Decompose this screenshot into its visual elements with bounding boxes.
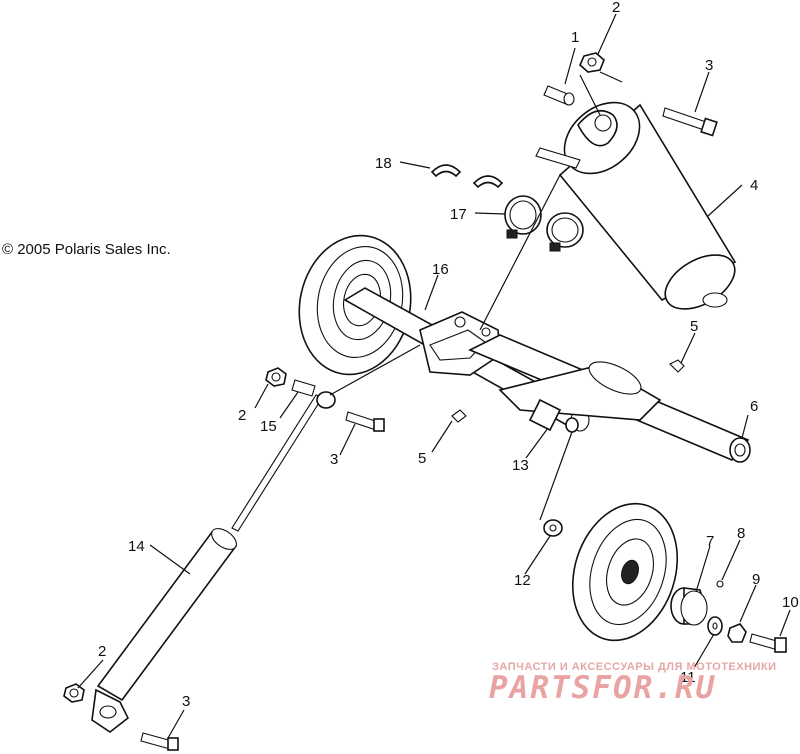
callout-16: 16: [432, 261, 449, 278]
wheel-washer-left: [543, 519, 563, 537]
callout-17: 17: [450, 206, 467, 223]
callout-12: 12: [514, 572, 531, 589]
axle-bracket: [419, 311, 501, 376]
wheel-bushing: [670, 587, 708, 626]
callout-3-mid: 3: [330, 451, 338, 468]
callout-5-mid: 5: [418, 450, 426, 467]
callout-2-top: 2: [612, 0, 620, 16]
upper-sleeve: [543, 85, 575, 106]
callout-6: 6: [750, 398, 758, 415]
watermark-tagline: ЗАПЧАСТИ И АКСЕССУАРЫ ДЛЯ МОТОТЕХНИКИ: [492, 661, 777, 673]
hose-clamps: [504, 195, 584, 252]
callout-2-mid: 2: [238, 407, 246, 424]
leader-lines: [77, 13, 791, 739]
copyright-notice: © 2005 Polaris Sales Inc.: [2, 241, 171, 258]
lower-mount-hardware: [63, 683, 179, 751]
retaining-rings: [430, 164, 504, 189]
callout-15: 15: [260, 418, 277, 435]
grease-fittings: [451, 359, 685, 423]
callout-3-top: 3: [705, 57, 713, 74]
upper-shock-absorber: [535, 101, 737, 310]
callout-2-bottom: 2: [98, 643, 106, 660]
assembly-lines: [329, 71, 623, 521]
callout-4: 4: [750, 177, 758, 194]
callout-14: 14: [128, 538, 145, 555]
callout-8: 8: [737, 525, 745, 542]
upper-nut: [579, 52, 605, 73]
upper-bolt: [662, 107, 718, 137]
lower-shock-absorber: [91, 391, 336, 733]
callout-5-right: 5: [690, 318, 698, 335]
callout-3-bottom: 3: [182, 693, 190, 710]
watermark-logo: PARTSFOR.RU: [489, 670, 717, 706]
rear-suspension-arm: [468, 334, 751, 463]
axle-spacer: [528, 398, 562, 432]
callout-9: 9: [752, 571, 760, 588]
wheel-hardware: [707, 580, 787, 653]
callout-18: 18: [375, 155, 392, 172]
callout-10: 10: [782, 594, 799, 611]
callout-7: 7: [706, 533, 714, 550]
callout-1: 1: [571, 29, 579, 46]
right-idler-wheel: [571, 502, 679, 642]
callout-11: 11: [680, 669, 696, 686]
callout-labels: 1 2 3 4 18 17 16 5 6 2 15 3 5 13 14 12 7…: [98, 0, 799, 710]
callout-13: 13: [512, 457, 529, 474]
lower-shock-hardware: [265, 367, 385, 432]
